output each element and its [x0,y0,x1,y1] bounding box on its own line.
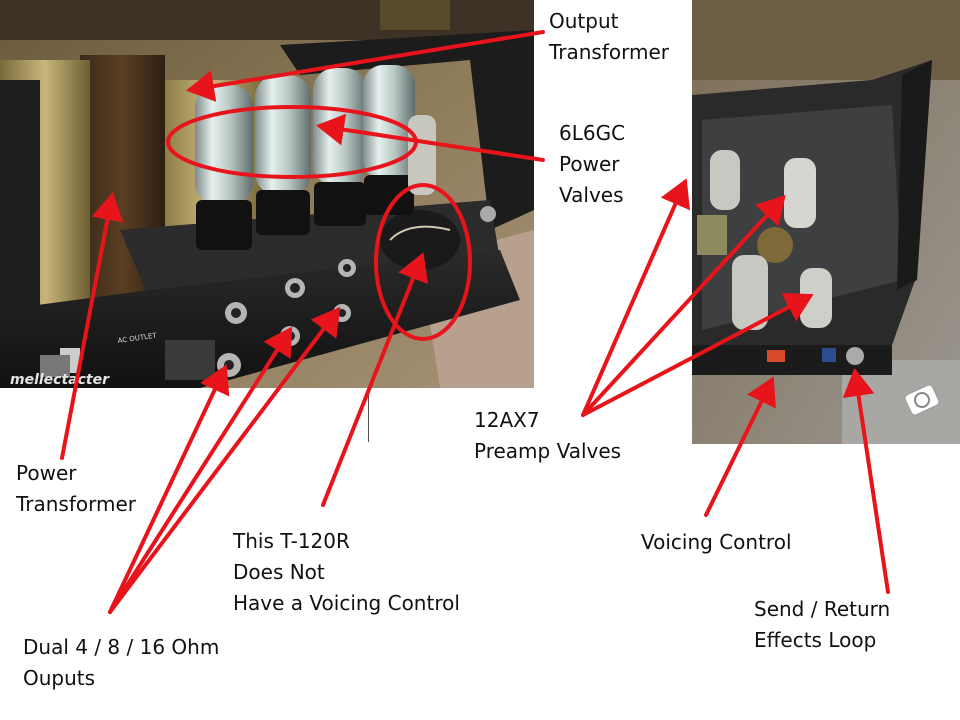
camera-watermark-icon [904,384,940,416]
arrow-output-3 [108,306,341,614]
arrow-preamp-1 [581,178,691,417]
power-valves-ellipse [166,105,418,179]
amp-rear-photo: AC OUTLET mellectacter [0,0,534,388]
voicing-area-ellipse [374,183,472,341]
label-voicing-control: Voicing Control [641,530,792,554]
arrow-effects-loop [842,368,890,594]
amp-rear-photo-art: AC OUTLET mellectacter [0,0,534,388]
arrow-preamp-2 [581,195,786,417]
label-effects-loop: Send / Return Effects Loop [754,597,891,652]
arrow-power-transformer [60,192,124,460]
label-outputs: Dual 4 / 8 / 16 Ohm Ouputs [23,635,220,690]
label-power-transformer: Power Transformer [16,461,137,516]
arrow-preamp-3 [581,292,814,417]
label-preamp-valves: 12AX7 Preamp Valves [474,408,622,463]
divider-line [368,390,369,442]
label-no-voicing-control: This T-120R Does Not Have a Voicing Cont… [233,529,460,615]
arrow-output-transformer [186,30,545,102]
arrow-output-1 [108,364,230,614]
label-power-valves: 6L6GC Power Valves [559,121,626,207]
label-output-transformer: Output Transformer [549,9,670,64]
arrow-power-valves [316,113,545,162]
arrow-voicing-control [704,376,776,517]
arrow-output-2 [108,326,293,614]
arrow-voicing-area [321,252,429,507]
watermark-text: mellectacter [10,372,110,388]
